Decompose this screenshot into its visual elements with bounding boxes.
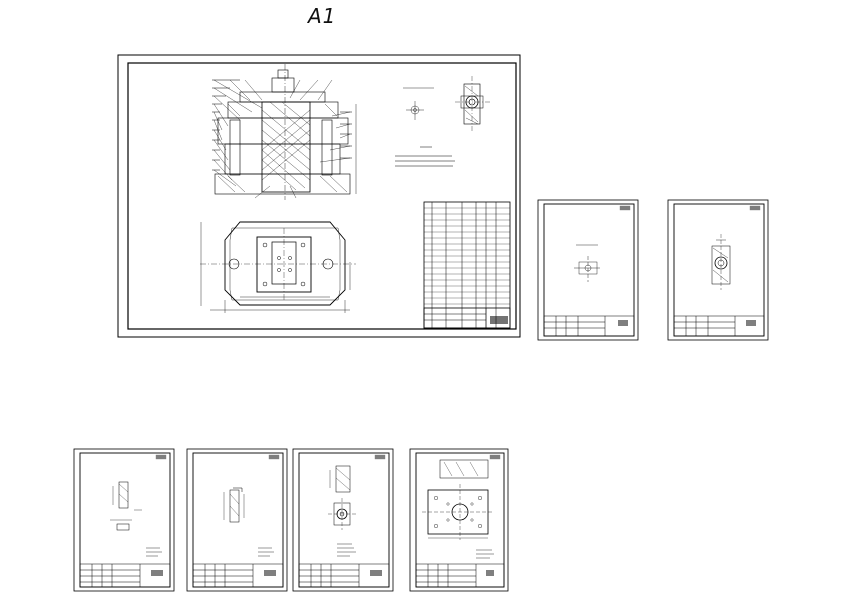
part-sheet-3[interactable] [73,448,175,592]
part-sheet-5[interactable] [292,448,394,592]
sheet-inner-border [127,62,517,330]
die-plan-view [200,221,356,313]
main-assembly-sheet[interactable] [117,54,521,338]
die-section-view [212,64,357,200]
sheet-outer-border [117,54,521,338]
detail-view [403,76,490,132]
bill-of-materials-table [423,201,511,329]
technical-notes [395,146,455,167]
part-sheet-6[interactable] [409,448,509,592]
part-sheet-1[interactable] [537,199,639,341]
sheet-label: A1 [308,4,337,28]
part-sheet-4[interactable] [186,448,288,592]
part-sheet-2[interactable] [667,199,769,341]
